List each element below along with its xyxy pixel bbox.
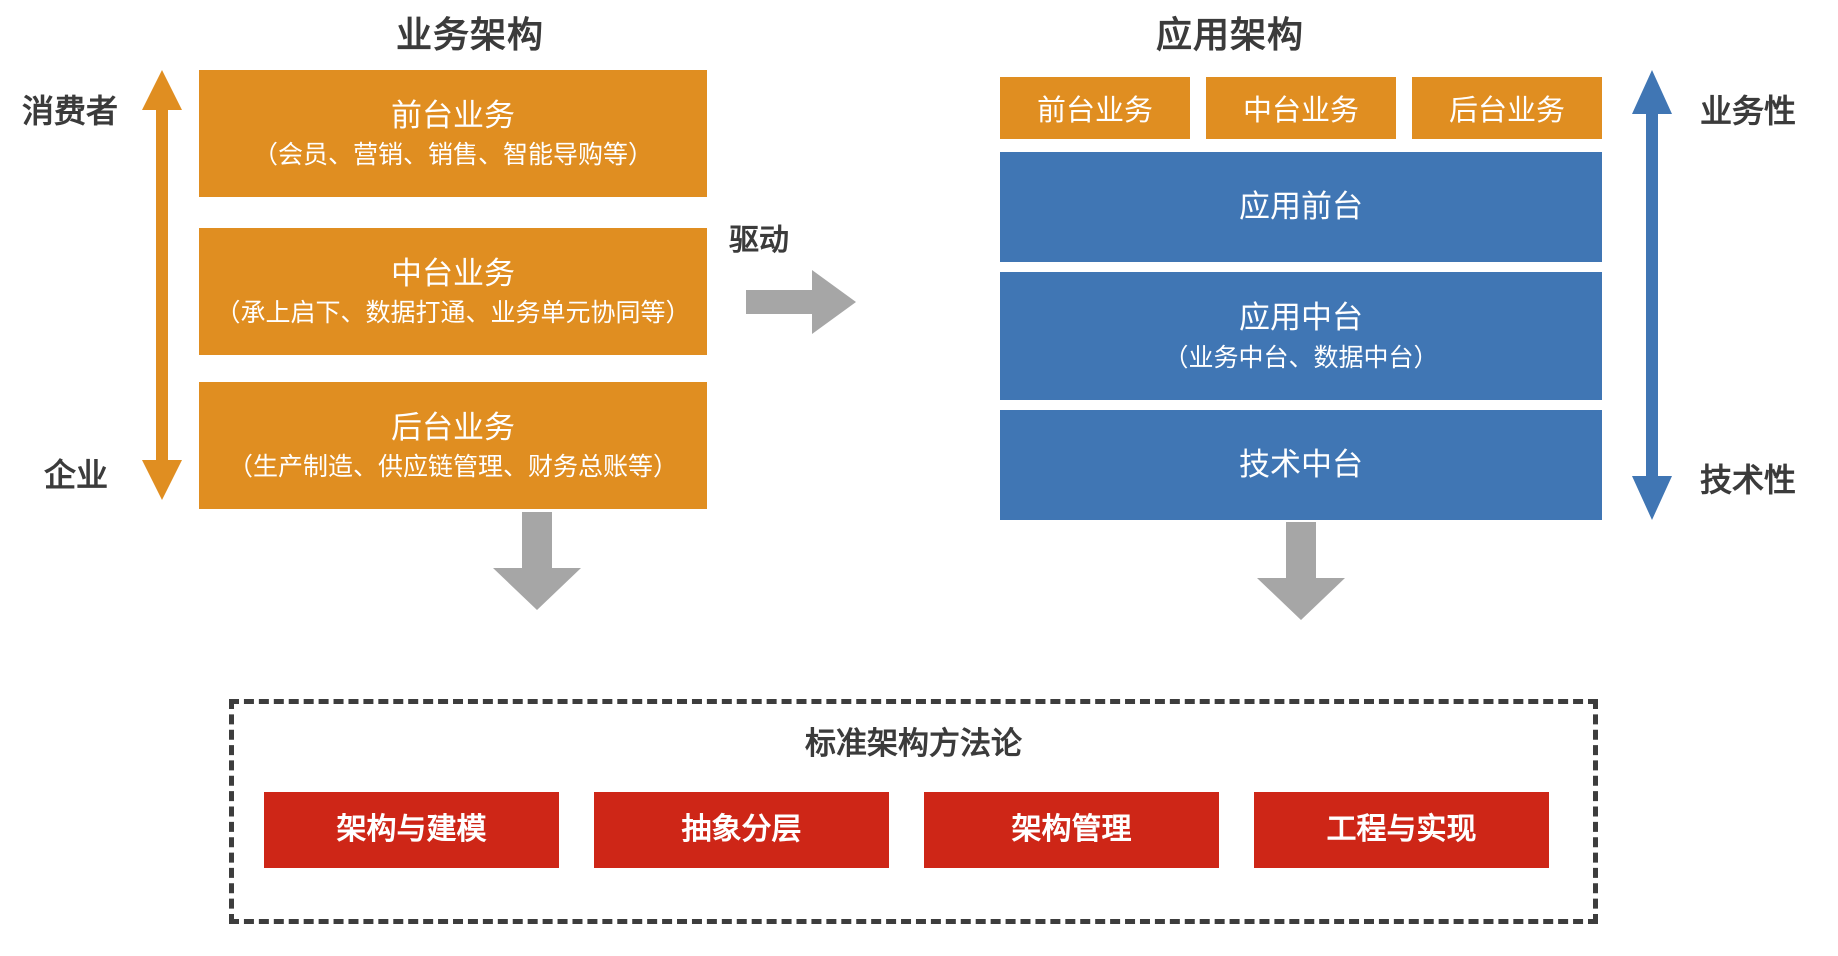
application-axis-arrow — [1630, 70, 1674, 520]
application-axis-top-label: 业务性 — [1700, 93, 1797, 129]
methodology-item-1[interactable]: 抽象分层 — [594, 792, 889, 868]
business-layer-detail: （生产制造、供应链管理、财务总账等） — [227, 453, 678, 482]
methodology-container — [229, 699, 1598, 924]
application-chip-2[interactable]: 后台业务 — [1412, 77, 1602, 139]
methodology-item-label: 架构与建模 — [336, 812, 487, 846]
application-layer-box-2[interactable]: 技术中台 — [1000, 410, 1602, 520]
application-layer-name: 技术中台 — [1239, 447, 1363, 483]
application-layer-name: 应用中台 — [1239, 300, 1363, 336]
business-architecture-title: 业务架构 — [395, 14, 544, 55]
application-layer-box-0[interactable]: 应用前台 — [1000, 152, 1602, 262]
business-layer-name: 中台业务 — [391, 255, 515, 291]
application-axis-bottom-label: 技术性 — [1700, 462, 1797, 498]
methodology-item-3[interactable]: 工程与实现 — [1254, 792, 1549, 868]
business-layer-box-1[interactable]: 中台业务 （承上启下、数据打通、业务单元协同等） — [199, 228, 707, 355]
methodology-down-arrow-left-icon — [493, 512, 581, 610]
application-layer-detail: （业务中台、数据中台） — [1163, 343, 1439, 372]
business-layer-name: 后台业务 — [391, 409, 515, 445]
business-layer-detail: （会员、营销、销售、智能导购等） — [252, 141, 653, 170]
business-layer-box-2[interactable]: 后台业务 （生产制造、供应链管理、财务总账等） — [199, 382, 707, 509]
methodology-down-arrow-right-icon — [1257, 522, 1345, 620]
business-layer-name: 前台业务 — [391, 97, 515, 133]
business-axis-top-label: 消费者 — [22, 93, 119, 129]
methodology-item-0[interactable]: 架构与建模 — [264, 792, 559, 868]
application-layer-box-1[interactable]: 应用中台 （业务中台、数据中台） — [1000, 272, 1602, 400]
drive-right-arrow-icon — [746, 270, 856, 334]
business-layer-box-0[interactable]: 前台业务 （会员、营销、销售、智能导购等） — [199, 70, 707, 197]
business-axis-arrow — [140, 70, 184, 500]
methodology-item-label: 架构管理 — [1011, 812, 1132, 846]
methodology-item-label: 工程与实现 — [1326, 812, 1477, 846]
application-layer-name: 应用前台 — [1239, 189, 1363, 225]
drive-label: 驱动 — [729, 224, 789, 257]
business-layer-detail: （承上启下、数据打通、业务单元协同等） — [215, 299, 691, 328]
application-chip-1[interactable]: 中台业务 — [1206, 77, 1396, 139]
methodology-item-label: 抽象分层 — [681, 812, 802, 846]
methodology-title: 标准架构方法论 — [805, 726, 1022, 761]
business-axis-bottom-label: 企业 — [44, 457, 109, 493]
methodology-item-2[interactable]: 架构管理 — [924, 792, 1219, 868]
application-architecture-title: 应用架构 — [1155, 14, 1304, 55]
application-chip-0[interactable]: 前台业务 — [1000, 77, 1190, 139]
